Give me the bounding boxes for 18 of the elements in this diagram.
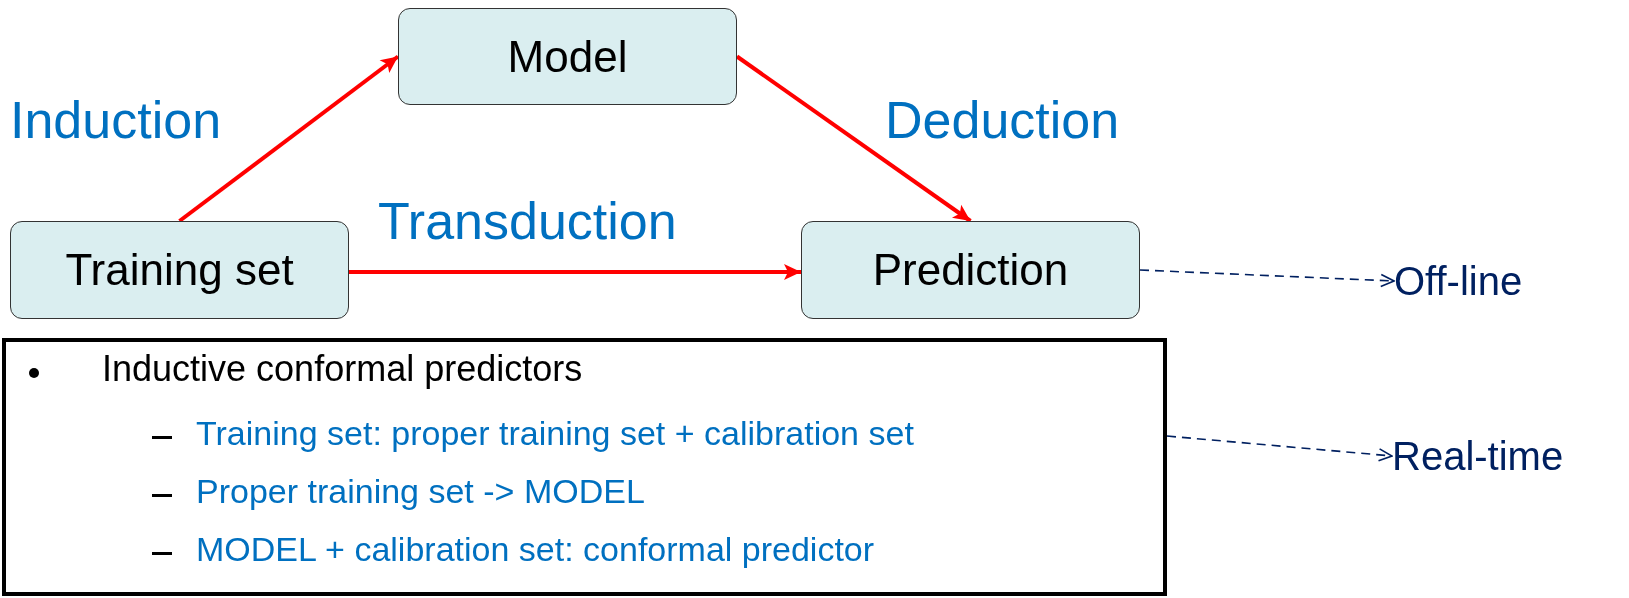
sub-list-item: MODEL + calibration set: conformal predictor: [196, 530, 875, 569]
box-label: Prediction: [872, 245, 1069, 295]
arrow: [735, 54, 972, 223]
mode-label: Off-line: [1394, 258, 1523, 304]
sub-list-item: Proper training set -> MODEL: [196, 472, 645, 511]
list-item: Inductive conformal predictors: [102, 348, 583, 390]
process-box: [398, 8, 737, 105]
mode-label: Real-time: [1392, 433, 1564, 479]
arrow: [1139, 269, 1395, 288]
process-box: [801, 221, 1140, 319]
box-label: Training set: [65, 245, 294, 295]
process-box: [10, 221, 349, 319]
arrow: [1166, 435, 1393, 462]
sub-list-item: Training set: proper training set + calibration set: [196, 414, 914, 453]
box-label: Model: [507, 31, 628, 82]
arrow: [349, 263, 801, 280]
arrow: [178, 54, 400, 223]
note-panel: [2, 338, 1167, 596]
